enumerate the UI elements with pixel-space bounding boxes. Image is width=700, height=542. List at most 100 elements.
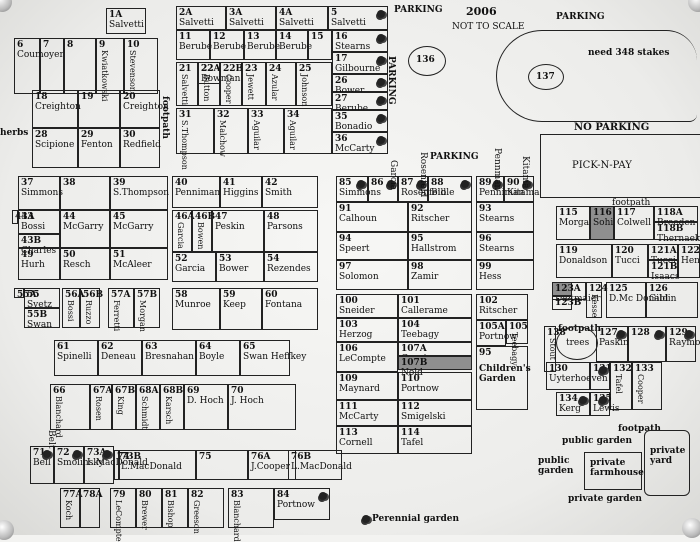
plot-gardener-name: Giblin <box>649 294 677 304</box>
herbs-label: herbs <box>0 128 29 138</box>
plot-gardener-name: Ritscher <box>411 214 450 224</box>
plot-number: 68B <box>163 386 184 396</box>
plot-number: 105A <box>479 322 505 332</box>
plot-number: 132 <box>613 364 632 374</box>
plot-number: 11 <box>179 32 192 42</box>
tree-icon <box>43 450 51 458</box>
plot-number: 40 <box>175 178 188 188</box>
plot-gardener-name: Stout <box>548 338 557 360</box>
tree-icon <box>579 396 587 404</box>
plot-gardener-name: Portnow <box>277 500 315 510</box>
plot-number: 96 <box>479 234 492 244</box>
plot-number: 42 <box>265 178 278 188</box>
plot-number: 24 <box>269 64 282 74</box>
plot-gardener-name: Deneau <box>101 352 136 362</box>
plot-number: 107B <box>401 358 428 368</box>
pick-n-pay-building <box>540 134 700 198</box>
plot-number: 22A <box>201 64 221 74</box>
plot-gardener-name: Maynard <box>339 384 380 394</box>
plot-gardener-name: Blanchard <box>232 500 241 542</box>
trees-circle <box>556 326 598 360</box>
plot-number: 87 <box>401 178 414 188</box>
tree-icon <box>617 330 625 338</box>
plot-number: 8 <box>67 40 74 50</box>
tree-icon-perennial <box>362 515 370 523</box>
parking-label-center: PARKING <box>430 152 479 162</box>
plot-number: 14 <box>279 32 292 42</box>
plot-gardener-name: Paskin <box>599 338 629 348</box>
plot-gardener-name: Bonadio <box>335 122 373 132</box>
plot-number: 46B <box>195 212 216 222</box>
plot-gardener-name: Bossi <box>66 300 75 322</box>
private-farmhouse-label: private farmhouse <box>590 458 644 478</box>
plot-number: 119 <box>559 246 578 256</box>
plot-number: 70 <box>231 386 244 396</box>
plot-gardener-name: LeCompte <box>339 354 386 364</box>
plot-number: 104 <box>401 320 420 330</box>
plot-number: 75 <box>199 452 212 462</box>
tree-icon <box>493 180 501 188</box>
plot-gardener-name: Bishop <box>166 500 175 528</box>
plot-number: 129 <box>669 328 688 338</box>
plot-gardener-name: Stearns <box>479 214 515 224</box>
plot-number: 81 <box>165 490 178 500</box>
plot-number: 29 <box>81 130 94 140</box>
plot-gardener-name: Tucci <box>615 256 640 266</box>
plot-number: 68A <box>139 386 159 396</box>
plot-gardener-name: Salvetti <box>279 18 314 28</box>
plot-number: 71 <box>33 448 46 458</box>
plot-gardener-name: Swan <box>27 320 53 330</box>
plot-gardener-name: Hurh <box>21 260 45 270</box>
plot-gardener-name: LeCompte <box>114 500 123 542</box>
plot-number: 117 <box>617 208 636 218</box>
plot-gardener-name: Blanchard <box>54 396 63 438</box>
plot-number: 10 <box>127 40 140 50</box>
plot-gardener-name: Salvetti <box>331 18 366 28</box>
perennial-garden-label: Perennial garden <box>372 514 460 524</box>
plot-gardener-name: Donaldson <box>559 256 608 266</box>
plot-gardener-name: L.MacDonald <box>121 462 182 472</box>
plot-number: 65 <box>243 342 256 352</box>
plot-gardener-name: Bowen <box>196 222 205 250</box>
plot-number: 59 <box>223 290 236 300</box>
plot-number: 58 <box>175 290 188 300</box>
tree-icon <box>357 180 365 188</box>
plot-gardener-name: Bresnahan <box>145 352 194 362</box>
plot-gardener-name: Resch <box>63 260 91 270</box>
plot-gardener-name: Stearns <box>479 244 515 254</box>
plot-number: 76A <box>251 452 271 462</box>
plot-number: 13 <box>247 32 260 42</box>
plot-number: 118A <box>657 208 683 218</box>
